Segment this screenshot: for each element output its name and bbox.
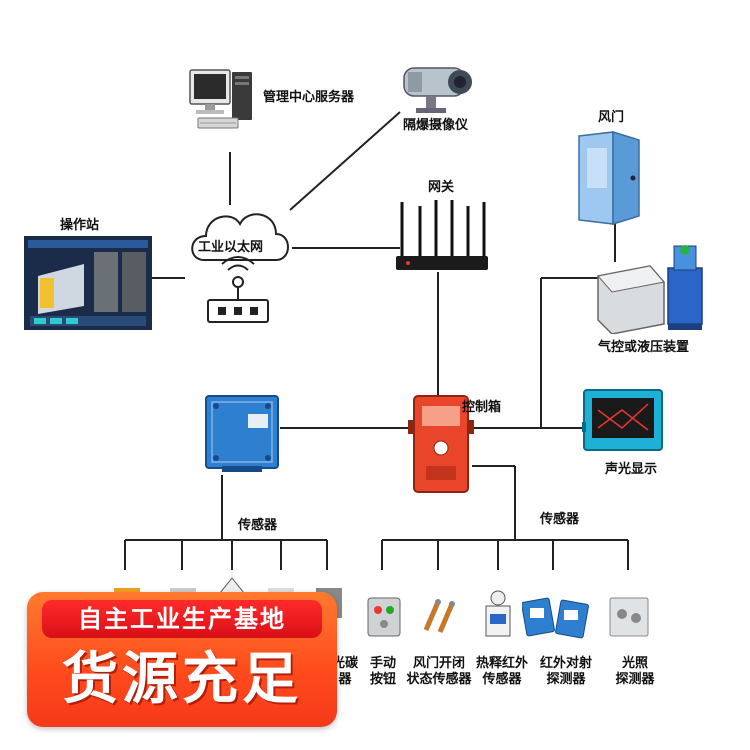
sensor-label-light: 光照 探测器 (615, 656, 655, 687)
gateway-router-icon (396, 200, 488, 270)
camera-label: 隔爆摄像仪 (403, 118, 469, 133)
door-status-sensor-icon (423, 599, 455, 633)
sensor-label-pyroelectric: 热释红外 传感器 (475, 656, 528, 687)
left-junction-box-icon (205, 395, 279, 472)
operator-label: 操作站 (60, 218, 100, 233)
door-label: 风门 (598, 110, 625, 125)
operator-station-screen-icon (24, 236, 152, 330)
sensor-label-door-status: 风门开闭 状态传感器 (406, 656, 472, 687)
gateway-label: 网关 (428, 180, 455, 195)
pneumatic-hydraulic-device-icon (597, 245, 703, 334)
sensor-label-manual-button: 手动 按钮 (369, 656, 396, 687)
explosion-proof-camera-icon (403, 67, 472, 113)
pneumatic-label: 气控或液压装置 (598, 340, 690, 355)
server-label: 管理中心服务器 (263, 90, 355, 105)
light-detector-icon (609, 597, 649, 637)
sensor-label-infrared-beam: 红外对射 探测器 (539, 656, 592, 687)
industrial-ethernet-cloud-icon (191, 213, 289, 323)
ethernet-label: 工业以太网 (198, 240, 264, 255)
sensor-left-label: 传感器 (238, 518, 278, 533)
promo-badge-main: 货源充足 (62, 647, 302, 712)
manual-button-icon (367, 597, 401, 637)
promo-badge-top: 自主工业生产基地 (42, 600, 322, 638)
server-computer-icon (189, 69, 252, 129)
sensor-label-partial: 光碳 器 (331, 656, 358, 687)
air-door-icon (578, 130, 640, 226)
control-box-icon (408, 395, 474, 493)
display-label: 声光显示 (605, 462, 658, 477)
infrared-beam-detector-icon (522, 597, 589, 639)
sensor-right-label: 传感器 (540, 512, 580, 527)
pyroelectric-infrared-sensor-icon (485, 590, 511, 637)
controlbox-label: 控制箱 (462, 400, 502, 415)
sound-light-display-icon (582, 389, 663, 451)
